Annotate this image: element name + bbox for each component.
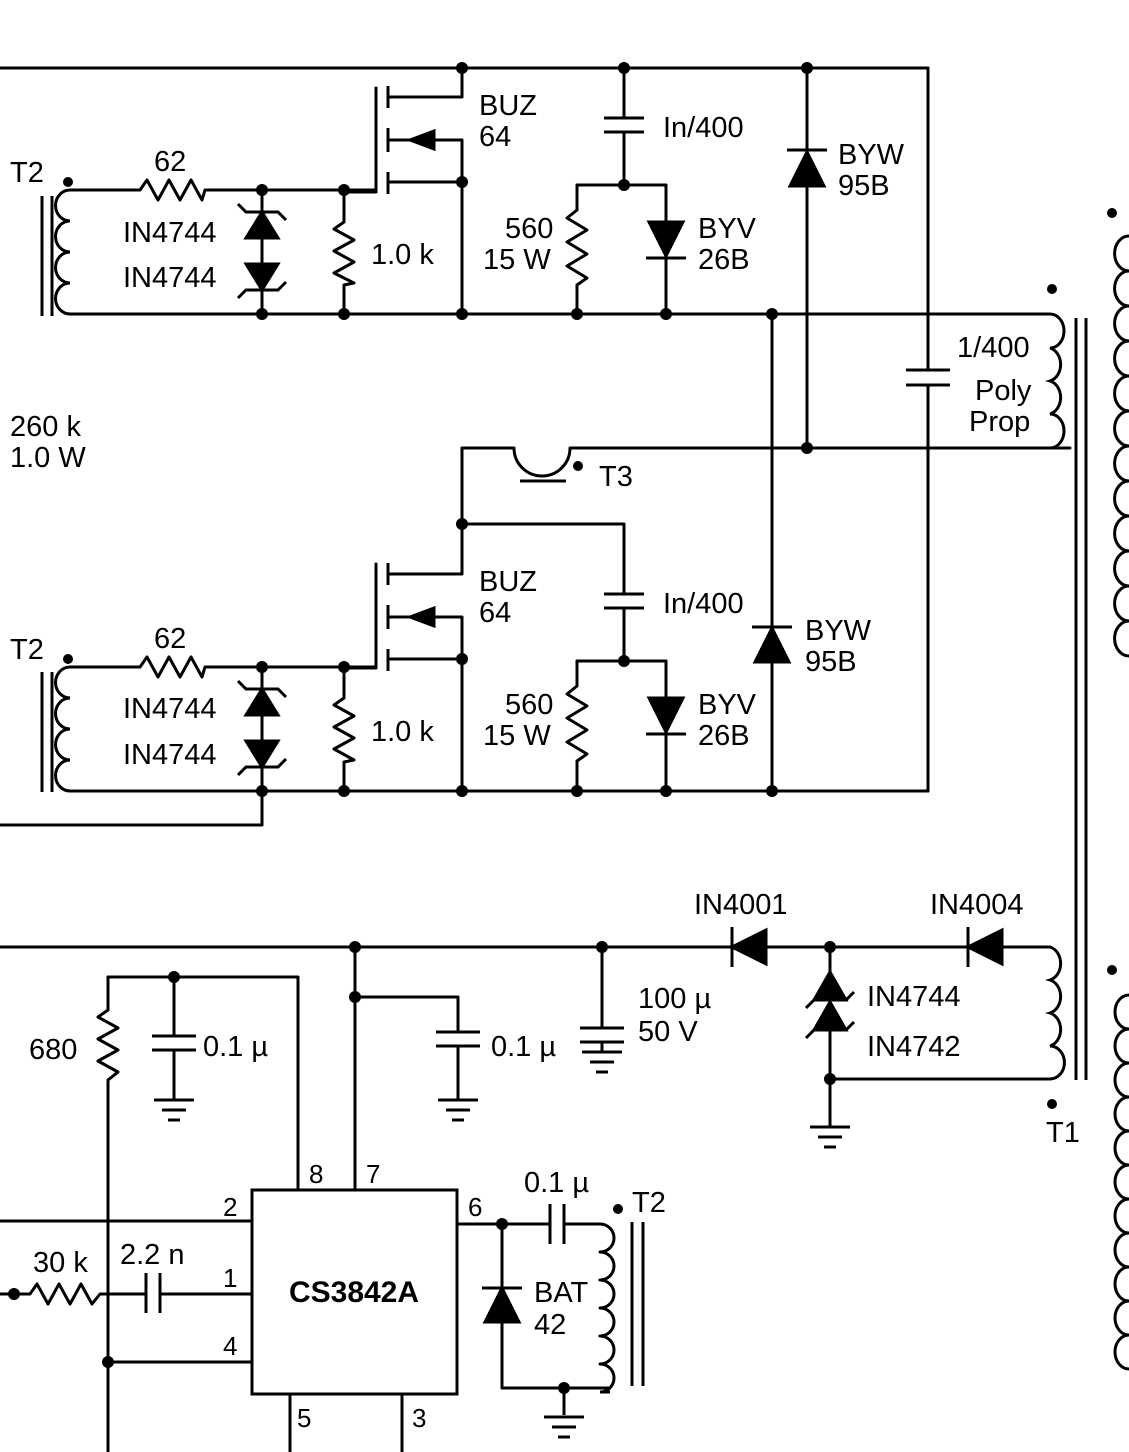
ic-name: CS3842A [289, 1276, 419, 1309]
label-resonant-cap-3: Prop [969, 406, 1030, 438]
label-c-ref: 0.1 µ [203, 1031, 268, 1063]
gate-drive-output-network [457, 1204, 645, 1415]
label-lower-zener-bottom: IN4744 [123, 739, 217, 771]
label-bleeder-2: 1.0 W [10, 442, 86, 474]
lower-byv-diode [646, 696, 686, 736]
label-lower-t2: T2 [10, 634, 44, 666]
label-in4004: IN4004 [930, 889, 1024, 921]
ground-symbols [154, 1050, 850, 1439]
lower-byw-diode [752, 624, 792, 664]
upper-pulldown-resistor [332, 220, 356, 287]
lower-pulldown-resistor [332, 696, 356, 764]
label-lower-snubber-cap: In/400 [663, 588, 744, 620]
label-resonant-cap-1: 1/400 [957, 332, 1030, 364]
label-resonant-cap-2: Poly [975, 375, 1032, 407]
in4001-diode [728, 927, 768, 967]
pin-4: 4 [223, 1331, 237, 1361]
label-filter-cap-2: 50 V [638, 1016, 698, 1048]
label-upper-snubber-res-1: 560 [505, 213, 553, 245]
lower-snubber-capacitor [604, 592, 644, 610]
label-upper-byv-2: 26B [698, 244, 750, 276]
label-drive-t2: T2 [632, 1187, 666, 1219]
label-upper-pulldown: 1.0 k [371, 239, 434, 271]
t3-current-transformer [512, 447, 583, 483]
upper-mosfet-symbol [386, 86, 436, 194]
upper-snubber-capacitor [604, 116, 644, 134]
upper-byv-diode [646, 220, 686, 260]
lower-gate-resistor [138, 655, 207, 679]
label-lower-byv-2: 26B [698, 720, 750, 752]
lower-t2-winding [40, 654, 73, 793]
controller-passives [0, 1008, 480, 1452]
label-upper-t2: T2 [10, 157, 44, 189]
label-lower-snubber-res-2: 15 W [483, 720, 551, 752]
upper-gate-resistor [138, 178, 207, 202]
pin-3: 3 [412, 1403, 426, 1433]
label-upper-byw-1: BYW [838, 139, 905, 171]
label-c-comp: 2.2 n [120, 1239, 185, 1271]
pin-8: 8 [309, 1159, 323, 1189]
label-lower-byw-2: 95B [805, 646, 857, 678]
label-t1: T1 [1046, 1117, 1080, 1149]
lower-mosfet-symbol [386, 563, 436, 671]
label-aux-zener-2: IN4742 [867, 1031, 961, 1063]
label-upper-mosfet-1: BUZ [479, 90, 537, 122]
component-labels: T2 62 IN4744 IN4744 1.0 k BUZ 64 In/400 … [10, 90, 1080, 1433]
label-upper-zener-top: IN4744 [123, 217, 217, 249]
label-bleeder-1: 260 k [10, 411, 81, 443]
label-lower-snubber-res-1: 560 [505, 689, 553, 721]
label-r-feedback: 30 k [33, 1247, 88, 1279]
label-upper-zener-bottom: IN4744 [123, 262, 217, 294]
pin-2: 2 [223, 1192, 237, 1222]
label-lower-gate-resistor: 62 [154, 623, 186, 655]
label-lower-zener-top: IN4744 [123, 693, 217, 725]
upper-byw-diode [787, 148, 827, 188]
label-upper-gate-resistor: 62 [154, 146, 186, 178]
upper-t2-winding [40, 177, 73, 316]
bat42-diode [482, 1284, 522, 1324]
aux-supply-wiring [0, 945, 1052, 1452]
label-upper-byv-1: BYV [698, 213, 757, 245]
upper-zener-pair [236, 202, 288, 300]
label-r-timing: 680 [29, 1034, 77, 1066]
filter-capacitor [580, 1026, 624, 1044]
junction-dots [8, 62, 836, 1394]
label-lower-mosfet-1: BUZ [479, 566, 537, 598]
cs3842a-ic-body [250, 1188, 459, 1396]
label-bat-1: BAT [534, 1277, 589, 1309]
aux-zener-pair [804, 968, 856, 1058]
upper-snubber-resistor [565, 208, 589, 287]
pin-1: 1 [223, 1263, 237, 1293]
label-aux-zener-1: IN4744 [867, 981, 961, 1013]
resonant-capacitor [906, 368, 950, 387]
label-bat-2: 42 [534, 1309, 566, 1341]
label-upper-mosfet-2: 64 [479, 121, 511, 153]
lower-zener-pair [236, 679, 288, 777]
label-upper-snubber-res-2: 15 W [483, 244, 551, 276]
label-upper-snubber-cap: In/400 [663, 112, 744, 144]
label-t3: T3 [599, 461, 633, 493]
pin-6: 6 [468, 1192, 482, 1222]
label-upper-byw-2: 95B [838, 170, 890, 202]
t1-aux-winding [1044, 945, 1129, 1371]
lower-snubber-resistor [565, 684, 589, 763]
in4004-diode [964, 927, 1004, 967]
label-lower-byv-1: BYV [698, 689, 757, 721]
pin-7: 7 [366, 1159, 380, 1189]
label-lower-pulldown: 1.0 k [371, 716, 434, 748]
output-transformer-primary [772, 208, 1129, 1080]
pin-5: 5 [297, 1403, 311, 1433]
label-in4001: IN4001 [694, 889, 788, 921]
label-filter-cap-1: 100 µ [638, 983, 711, 1015]
label-lower-mosfet-2: 64 [479, 597, 511, 629]
label-c-vcc: 0.1 µ [491, 1031, 556, 1063]
label-lower-byw-1: BYW [805, 615, 872, 647]
label-c-couple: 0.1 µ [524, 1167, 589, 1199]
lower-stage-wiring [0, 312, 1072, 827]
